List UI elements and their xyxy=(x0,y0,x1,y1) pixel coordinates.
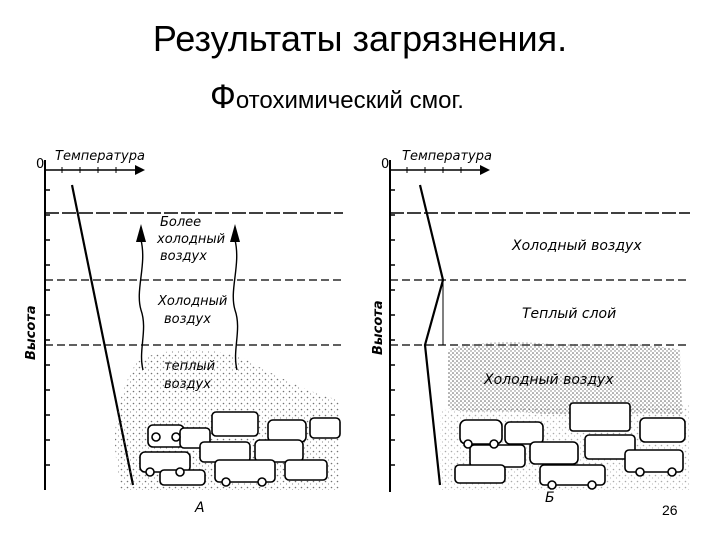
panel-a-height-label: Высота xyxy=(24,305,39,360)
panel-b-height-label: Высота xyxy=(371,300,386,355)
subtitle-rest: отохимический смог. xyxy=(235,87,464,114)
panel-a-caption: А xyxy=(194,500,205,516)
panel-a-temperature-arrow xyxy=(135,165,145,175)
panel-a-arrowhead-right xyxy=(230,224,240,242)
panel-a-rising-air-right xyxy=(232,239,239,371)
panel-b-temperature-arrow xyxy=(480,165,490,175)
panel-a-layer-mid-label: Холодный воздух xyxy=(157,294,231,327)
panel-a-arrowhead-left xyxy=(136,224,146,242)
panel-a-traffic-cars xyxy=(139,411,341,487)
panel-b-layer-top-label: Холодный воздух xyxy=(511,238,642,254)
panel-b-layer-mid-label: Теплый слой xyxy=(522,306,616,322)
panel-a: 0 Температура Высота Более холодный возд… xyxy=(24,149,343,516)
slide-subtitle: Фотохимический смог. xyxy=(210,78,464,117)
panel-a-layer-top-label: Более холодный воздух xyxy=(156,215,229,264)
panel-b: 0 Температура Высота Холодный воздух Теп… xyxy=(371,149,690,506)
panel-a-layer-low-label: теплый воздух xyxy=(164,359,219,392)
panel-a-temperature-label: Температура xyxy=(55,149,145,164)
slide-title: Результаты загрязнения. xyxy=(152,18,568,59)
panel-b-zero-label: 0 xyxy=(381,157,389,172)
subtitle-first-letter: Ф xyxy=(210,78,236,116)
panel-b-caption: Б xyxy=(545,490,555,506)
panel-b-axis-ticks xyxy=(390,189,395,466)
panel-b-traffic-cars xyxy=(454,402,686,490)
panel-b-layer-low-label: Холодный воздух xyxy=(483,372,614,388)
page-number: 26 xyxy=(662,502,678,518)
panel-a-rising-air-left xyxy=(138,239,145,371)
panel-a-axis-ticks xyxy=(45,189,50,466)
panel-b-temperature-profile xyxy=(418,184,445,486)
panel-b-temperature-label: Температура xyxy=(402,149,492,164)
panel-b-smog-cloud xyxy=(448,342,682,415)
panel-a-zero-label: 0 xyxy=(36,157,44,172)
